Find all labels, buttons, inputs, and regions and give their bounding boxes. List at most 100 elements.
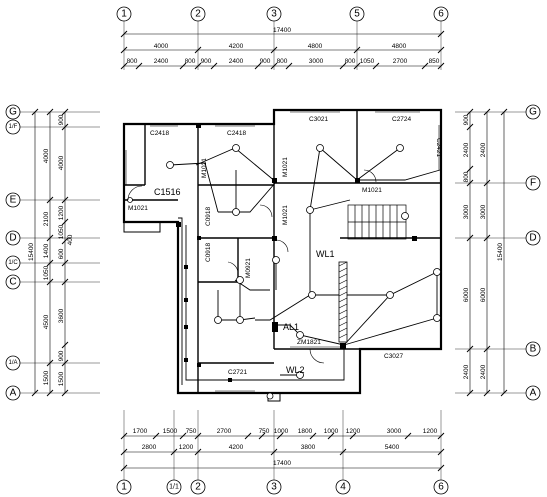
dim-left-i5: 3600 bbox=[58, 308, 65, 323]
label-door-m1021-entry: M1021 bbox=[128, 205, 148, 212]
axis-bottom-3: 3 bbox=[271, 482, 277, 493]
axis-bottom-1: 1 bbox=[121, 482, 127, 493]
label-circuit-wl2: WL2 bbox=[286, 365, 305, 375]
dim-top-d7: 3000 bbox=[309, 58, 324, 65]
axis-bottom-4: 4 bbox=[340, 482, 346, 493]
switches-and-outlets bbox=[176, 123, 417, 382]
dim-right-i3: 3000 bbox=[463, 204, 470, 219]
dim-left-i4: 600 bbox=[58, 248, 65, 259]
dim-top-d4: 2400 bbox=[229, 58, 244, 65]
ceiling-light-icon bbox=[236, 276, 244, 284]
dim-top-1-2: 4000 bbox=[154, 43, 169, 50]
label-c3021: C3021 bbox=[309, 116, 329, 123]
bottom-dimension-lines bbox=[120, 432, 445, 472]
label-c2721: C2721 bbox=[228, 369, 248, 376]
dim-top-5-6: 4800 bbox=[392, 43, 407, 50]
dim-left-i3: 1050 bbox=[58, 224, 65, 239]
dim-bot-m4: 5400 bbox=[385, 444, 400, 451]
ceiling-light-icon bbox=[306, 206, 314, 214]
bottom-axis-bubbles bbox=[116, 479, 449, 495]
axis-bottom-1-1: 1/1 bbox=[169, 484, 179, 491]
door-swings bbox=[127, 169, 377, 364]
label-c2418-left: C2418 bbox=[150, 130, 170, 137]
dim-left-i2: 1200 bbox=[58, 205, 65, 220]
dim-left-total: 15400 bbox=[28, 243, 35, 261]
label-c2421: C2421 bbox=[435, 138, 442, 158]
label-door-m1021-d: M1021 bbox=[362, 187, 382, 194]
dim-bot-m3: 3800 bbox=[301, 444, 316, 451]
dim-left-inner-row: 900 4000 1200 1050 600 3600 900 1500 bbox=[58, 114, 65, 386]
interior-walls bbox=[124, 110, 441, 393]
dim-bot-m0: 2800 bbox=[142, 444, 157, 451]
axis-left-C: C bbox=[9, 277, 16, 288]
dim-top-d1: 2400 bbox=[154, 58, 169, 65]
dim-right-i2: 800 bbox=[463, 171, 470, 182]
axis-left-1F: 1/F bbox=[9, 124, 18, 130]
label-c2724: C2724 bbox=[392, 116, 412, 123]
ceiling-light-icon bbox=[396, 144, 404, 152]
label-c3027: C3027 bbox=[384, 353, 404, 360]
distribution-board-AL1 bbox=[272, 261, 348, 343]
label-door-m1021-a: M1021 bbox=[201, 158, 208, 178]
dim-top-total: 17400 bbox=[273, 27, 291, 34]
dim-bot-d0: 1700 bbox=[133, 428, 148, 435]
dim-bot-d2: 750 bbox=[186, 428, 197, 435]
dim-bottom-detail-row: 1700 1500 750 2700 750 1000 1800 1000 12… bbox=[133, 428, 438, 435]
label-door-m1021-b: M1021 bbox=[282, 157, 289, 177]
switch-icon bbox=[412, 236, 417, 241]
right-axis-bubbles bbox=[525, 104, 541, 401]
dim-right-o1: 3000 bbox=[480, 204, 487, 219]
dim-left-o3: 1050 bbox=[43, 265, 50, 280]
label-panel-al1: AL1 bbox=[283, 322, 299, 332]
dim-right-o2: 6000 bbox=[480, 287, 487, 302]
switch-icon bbox=[272, 178, 277, 183]
dim-left-o5: 1500 bbox=[43, 370, 50, 385]
ceiling-light-icon bbox=[214, 316, 222, 324]
axis-bottom-2: 2 bbox=[195, 482, 201, 493]
dim-left-o4: 4500 bbox=[43, 314, 50, 329]
switch-icon bbox=[340, 343, 346, 349]
dim-bot-d6: 1800 bbox=[298, 428, 313, 435]
axis-right-D: D bbox=[529, 233, 536, 244]
label-door-zm1821: ZM1821 bbox=[297, 339, 321, 346]
dim-bot-d3: 2700 bbox=[217, 428, 232, 435]
dim-top-d9: 1050 bbox=[360, 58, 375, 65]
ceiling-light-icon bbox=[272, 256, 280, 264]
axis-left-D: D bbox=[9, 233, 16, 244]
dim-left-o1: 2100 bbox=[43, 211, 50, 226]
axis-right-A: A bbox=[530, 388, 537, 399]
top-dimension-lines bbox=[120, 30, 445, 70]
windows bbox=[125, 111, 440, 392]
dim-bot-d9: 3000 bbox=[387, 428, 402, 435]
dim-left-o2: 1400 bbox=[43, 243, 50, 258]
dim-bot-d4: 750 bbox=[259, 428, 270, 435]
dim-top-d11: 850 bbox=[429, 58, 440, 65]
dim-bot-d1: 1500 bbox=[163, 428, 178, 435]
ceiling-light-icon bbox=[316, 144, 324, 152]
top-axis-bubbles bbox=[116, 6, 449, 22]
axis-right-G: G bbox=[529, 107, 537, 118]
ceiling-light-icon bbox=[433, 314, 441, 322]
switch-icon bbox=[272, 236, 277, 241]
dim-bot-m2: 4200 bbox=[229, 444, 244, 451]
dim-left-i0: 900 bbox=[58, 114, 65, 125]
dim-top-d10: 2700 bbox=[393, 58, 408, 65]
outlet-icon bbox=[184, 265, 188, 269]
staircase bbox=[347, 204, 407, 240]
outlet-icon bbox=[197, 363, 201, 367]
axis-right-B: B bbox=[530, 344, 537, 355]
dim-top-d5: 900 bbox=[260, 58, 271, 65]
left-dimension-lines bbox=[31, 108, 69, 397]
dim-left-i7: 1500 bbox=[58, 371, 65, 386]
dim-top-d2: 800 bbox=[185, 58, 196, 65]
dim-right-total: 15400 bbox=[497, 243, 504, 261]
switch-icon bbox=[355, 178, 360, 183]
dim-bot-d5: 1000 bbox=[274, 428, 289, 435]
label-door-m0921: M0921 bbox=[245, 258, 252, 278]
dim-left-i1: 4000 bbox=[58, 155, 65, 170]
light-fixtures bbox=[127, 144, 441, 400]
dim-left-i6: 900 bbox=[58, 350, 65, 361]
outdoor-light-icon bbox=[127, 197, 133, 203]
right-dimension-lines bbox=[466, 108, 508, 397]
